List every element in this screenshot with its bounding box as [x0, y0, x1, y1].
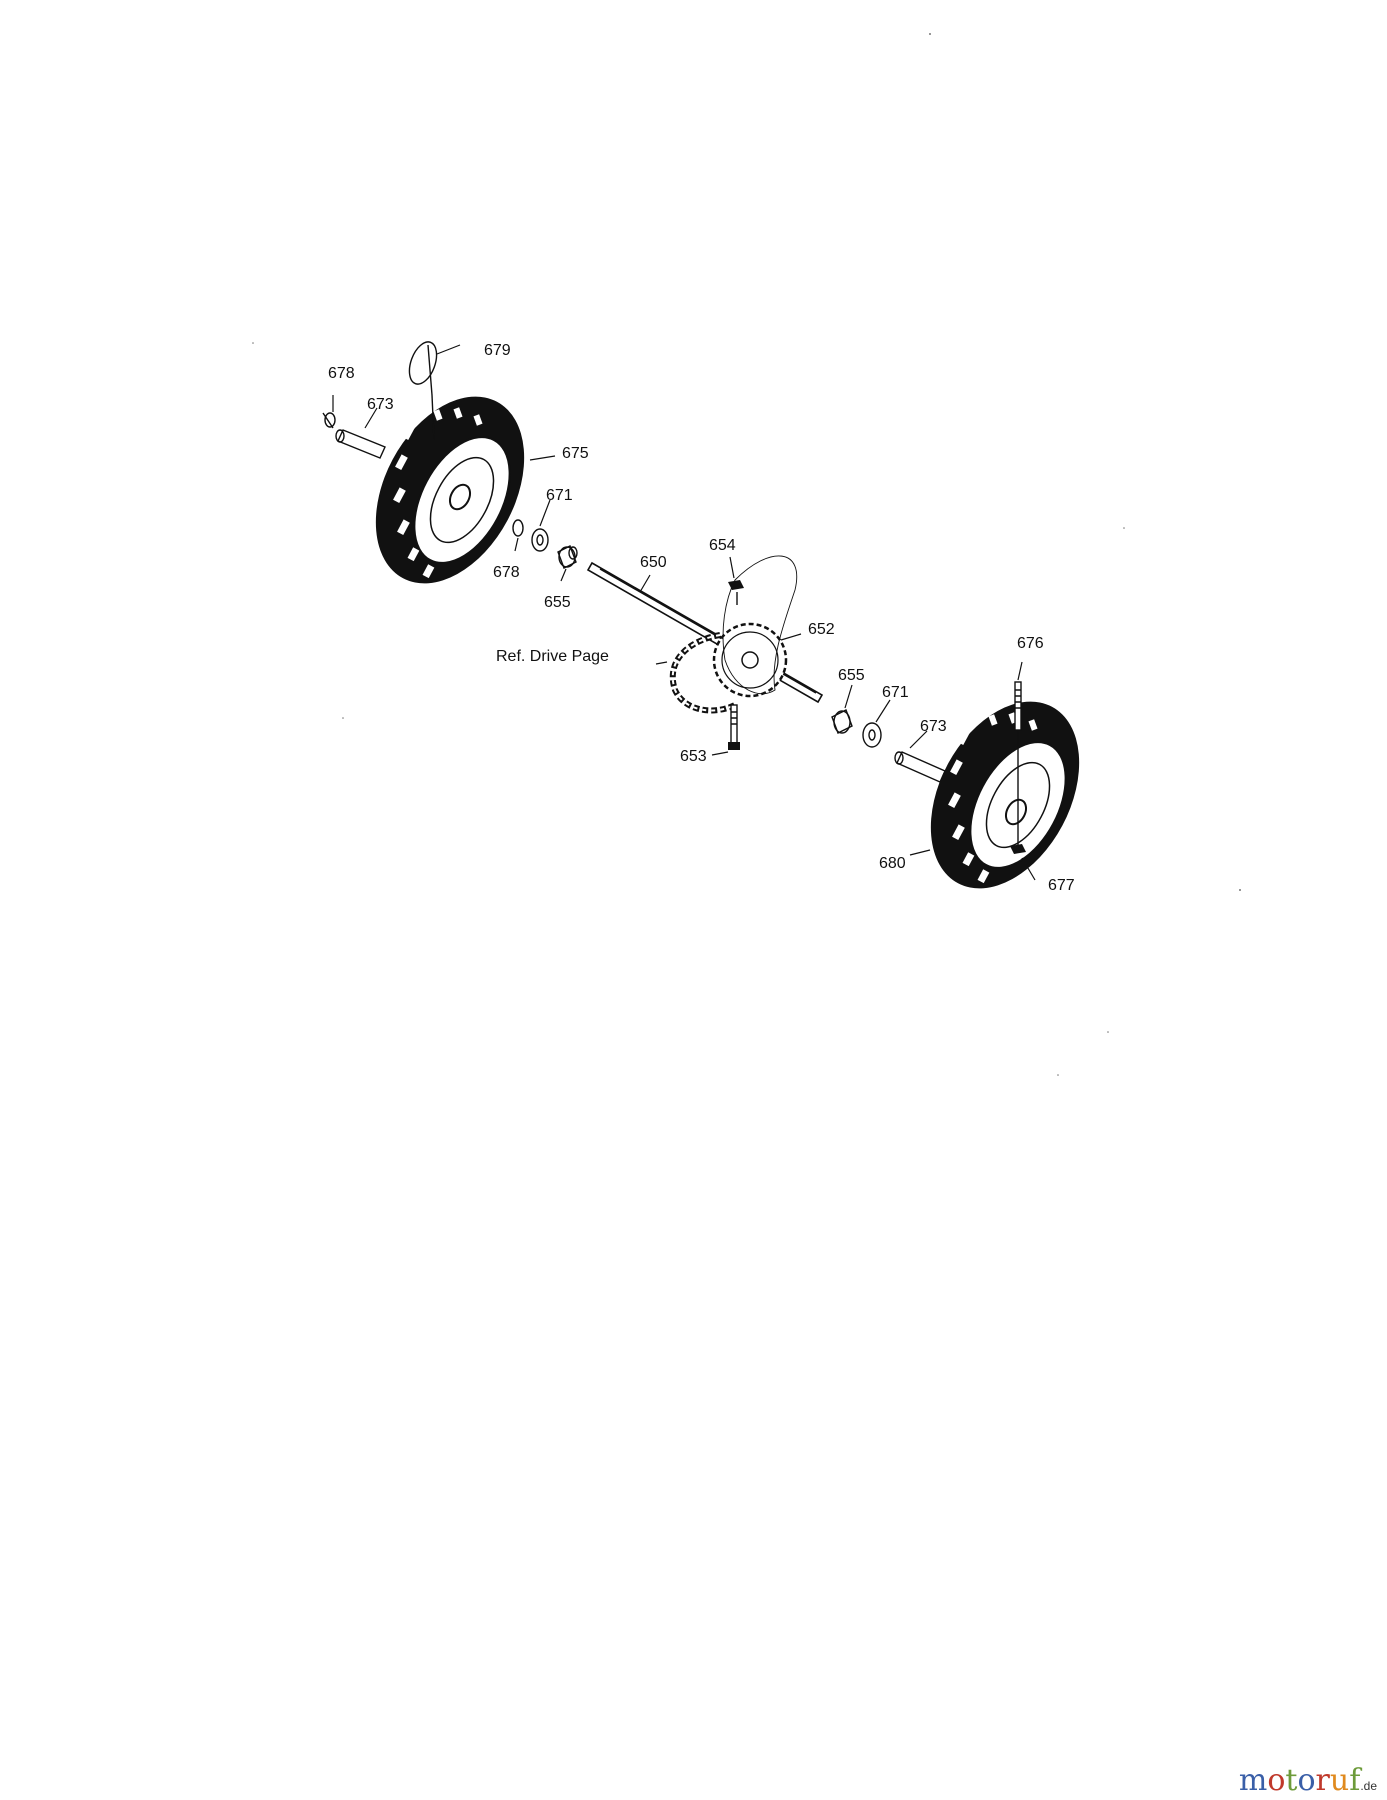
label-654: 654 — [709, 537, 736, 554]
label-673-bottom: 673 — [920, 718, 947, 735]
label-680: 680 — [879, 855, 906, 872]
watermark-letter-m: m — [1238, 1763, 1268, 1798]
sprocket-652 — [712, 622, 788, 698]
axle-shaft-650 — [586, 561, 824, 704]
nut-677 — [1010, 844, 1026, 854]
watermark-letter-u: u — [1329, 1763, 1350, 1798]
label-679: 679 — [484, 342, 511, 359]
drive-chain — [669, 632, 737, 714]
label-671-top: 671 — [546, 487, 573, 504]
label-675: 675 — [562, 445, 589, 462]
label-650: 650 — [640, 554, 667, 571]
right-spacer-673 — [894, 751, 946, 783]
left-bearing-655 — [557, 545, 578, 569]
left-clip-678 — [322, 412, 336, 429]
label-676: 676 — [1017, 635, 1044, 652]
right-bearing-655 — [831, 709, 853, 734]
left-spacer-673 — [335, 429, 386, 459]
label-678-mid: 678 — [493, 564, 520, 581]
label-673-top: 673 — [367, 396, 394, 413]
label-653: 653 — [680, 748, 707, 765]
label-ref-drive-page: Ref. Drive Page — [496, 648, 609, 665]
part-labels: 679 678 673 675 671 678 655 654 650 652 … — [328, 342, 1075, 894]
label-677: 677 — [1048, 877, 1075, 894]
watermark-letter-t: t — [1285, 1763, 1298, 1798]
label-652: 652 — [808, 621, 835, 638]
chain-guard — [722, 555, 798, 695]
watermark-suffix: .de — [1360, 1779, 1377, 1793]
lynch-pin-679 — [408, 341, 438, 441]
label-678-top: 678 — [328, 365, 355, 382]
right-wheel — [930, 701, 1080, 889]
bolt-676 — [1014, 681, 1022, 850]
watermark-letter-r: r — [1315, 1763, 1330, 1798]
motoruf-watermark: motoruf.de — [1239, 1766, 1377, 1796]
bolt-653 — [728, 704, 740, 750]
watermark-letter-o1: o — [1267, 1763, 1286, 1798]
scan-specks — [252, 33, 1241, 1076]
label-671-bottom: 671 — [882, 684, 909, 701]
label-655-top: 655 — [544, 594, 571, 611]
leader-lines — [332, 344, 1036, 881]
left-wheel — [375, 396, 525, 584]
left-washer-678 — [512, 519, 524, 537]
left-washer-671 — [531, 528, 549, 552]
watermark-letter-o2: o — [1297, 1763, 1316, 1798]
right-washer-671 — [862, 722, 882, 748]
nut-654 — [728, 580, 744, 605]
watermark-letter-f: f — [1349, 1763, 1361, 1798]
label-655-bottom: 655 — [838, 667, 865, 684]
